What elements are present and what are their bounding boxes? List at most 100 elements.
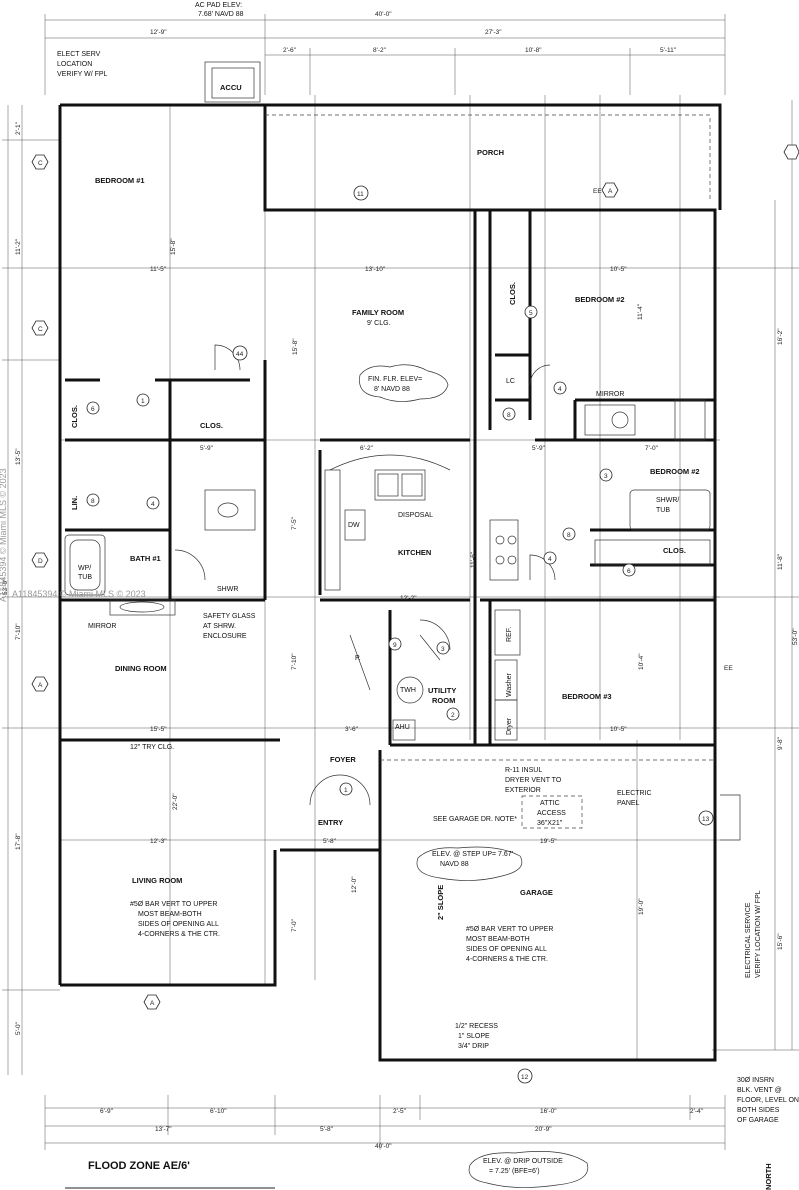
dim-hall-width: 5'-9" — [532, 445, 546, 452]
dim-bed3-depth: 10'-4" — [638, 653, 645, 670]
safety-3: ENCLOSURE — [203, 633, 247, 640]
left-dim-2: 11'-2" — [15, 238, 22, 255]
left-dim-7: 5'-0" — [15, 1021, 22, 1035]
bottom-dim-4: 16'-0" — [540, 1108, 557, 1115]
doors — [174, 344, 741, 841]
tag-ee1: EE — [593, 188, 602, 195]
elect-serv-1: ELECT SERV — [57, 51, 101, 58]
dim-kitchen-depth: 11'-6" — [470, 551, 477, 568]
bar-right-1: #5Ø BAR VERT TO UPPER — [466, 926, 553, 933]
tag-5: 5 — [529, 310, 533, 317]
tag-6b: 6 — [627, 568, 631, 575]
room-bedroom-2: BEDROOM #2 — [575, 295, 625, 304]
room-family-clg: 9' CLG. — [367, 320, 391, 327]
room-bath-2: BEDROOM #2 — [650, 467, 700, 476]
dim-dining-depth: 7'-10" — [291, 653, 298, 670]
attic-3: 36"X21" — [537, 820, 563, 827]
left-dim-6: 17'-8" — [15, 833, 22, 850]
tag-d: D — [38, 558, 43, 565]
safety-2: AT SHRW. — [203, 623, 236, 630]
left-dim-3: 13'-5" — [15, 448, 22, 465]
safety-1: SAFETY GLASS — [203, 613, 256, 620]
top-dimensions: 40'-0" 12'-9" 27'-3" 2'-6" 8'-2" 10'-8" … — [150, 11, 677, 54]
left-dim-5: 7'-10" — [15, 623, 22, 640]
bottom-dim-8: 20'-9" — [535, 1126, 552, 1133]
room-foyer: FOYER — [330, 755, 356, 764]
right-dim-3: 53'-0" — [792, 628, 799, 645]
elect-serv-3: VERIFY W/ FPL — [57, 71, 108, 78]
elec-service-2: VERIFY LOCATION W/ FPL — [755, 890, 762, 978]
shwr-tub-2: TUB — [656, 507, 670, 514]
plan-notes: FIN. FLR. ELEV= 8' NAVD 88 SAFETY GLASS … — [130, 364, 799, 1188]
room-living: LIVING ROOM — [132, 876, 182, 885]
blk-2: BLK. VENT @ — [737, 1087, 782, 1094]
pantry-label: P. — [355, 655, 361, 662]
right-dim-2: 11'-8" — [777, 553, 784, 570]
garage-dr-note: SEE GARAGE DR. NOTE* — [433, 816, 517, 823]
drip-2: = 7.25' (BFE=6') — [489, 1168, 540, 1175]
fin-flr-2: 8' NAVD 88 — [374, 386, 410, 393]
dim-bed3-width: 10'-5" — [610, 726, 627, 733]
room-lin: LIN. — [70, 496, 79, 510]
bar-left-1: #5Ø BAR VERT TO UPPER — [130, 901, 217, 908]
bottom-dim-6: 13'-7" — [155, 1126, 172, 1133]
top-dim-overall: 40'-0" — [375, 11, 392, 18]
slope-label: 2" SLOPE — [436, 885, 445, 920]
right-dim-4: 9'-8" — [777, 736, 784, 750]
bottom-dim-overall: 40'-0" — [375, 1143, 392, 1150]
top-dim-left: 12'-9" — [150, 29, 167, 36]
bar-right-4: 4-CORNERS & THE CTR. — [466, 956, 548, 963]
tag-a1: A — [38, 682, 43, 689]
room-bath-1: BATH #1 — [130, 554, 161, 563]
dim-kitchen-width: 12'-2" — [400, 595, 417, 602]
drip-1: ELEV. @ DRIP OUTSIDE — [483, 1158, 563, 1165]
dim-kitchen-top: 6'-2" — [360, 445, 374, 452]
top-dim-seg4: 5'-11" — [660, 47, 677, 54]
fin-flr-1: FIN. FLR. ELEV= — [368, 376, 422, 383]
r11-2: DRYER VENT TO — [505, 777, 562, 784]
tag-44: 44 — [236, 351, 244, 358]
left-dimensions: 2'-1" 11'-2" 13'-5" 53'-0" 7'-10" 17'-8"… — [2, 121, 22, 1035]
blk-1: 30Ø INSRN — [737, 1077, 774, 1084]
blk-5: OF GARAGE — [737, 1117, 779, 1124]
r11-1: R-11 INSUL — [505, 767, 542, 774]
bar-right-3: SIDES OF OPENING ALL — [466, 946, 547, 953]
room-clos-small: CLOS. — [70, 405, 79, 428]
dim-entry-depth: 12'-0" — [351, 876, 358, 893]
tag-1a: 1 — [141, 398, 145, 405]
step-2: NAVD 88 — [440, 861, 469, 868]
washer-label: Washer — [506, 672, 513, 697]
tag-4c: 4 — [548, 556, 552, 563]
dim-bed1-width: 11'-5" — [150, 266, 167, 273]
right-dimensions: 16'-2" 11'-8" 53'-0" 9'-8" 15'-6" — [777, 328, 799, 950]
fixtures — [64, 61, 711, 741]
bar-right-2: MOST BEAM-BOTH — [466, 936, 530, 943]
recess-1: 1/2" RECESS — [455, 1023, 498, 1030]
dim-bed1-depth: 15'-8" — [170, 238, 177, 255]
dim-bed2-width: 10'-5" — [610, 266, 627, 273]
dim-entry-width: 5'-8" — [323, 838, 337, 845]
room-family: FAMILY ROOM — [352, 308, 404, 317]
dim-living-depth: 22'-0" — [172, 793, 179, 810]
attic-2: ACCESS — [537, 810, 566, 817]
recess-2: 1" SLOPE — [458, 1033, 490, 1040]
room-porch: PORCH — [477, 148, 504, 157]
accu-label: ACCU — [220, 83, 242, 92]
bottom-dim-1: 6'-9" — [100, 1108, 114, 1115]
tag-8c: 8 — [567, 532, 571, 539]
wp-tub-2: TUB — [78, 574, 92, 581]
elec-panel-2: PANEL — [617, 800, 640, 807]
bottom-dimensions: 6'-9" 6'-10" 2'-5" 16'-0" 2'-4" 13'-7" 5… — [100, 1108, 704, 1150]
tag-c2: C — [38, 326, 43, 333]
bar-left-2: MOST BEAM-BOTH — [138, 911, 202, 918]
tag-3a: 3 — [604, 473, 608, 480]
shwr-tub-1: SHWR/ — [656, 497, 679, 504]
dim-family-width: 13'-10" — [365, 266, 386, 273]
elect-serv-2: LOCATION — [57, 61, 92, 68]
right-dim-1: 16'-2" — [777, 328, 784, 345]
tag-1b: 1 — [344, 787, 348, 794]
room-entry: ENTRY — [318, 818, 343, 827]
dim-garage-width: 19'-5" — [540, 838, 557, 845]
room-utility-2: ROOM — [432, 696, 455, 705]
